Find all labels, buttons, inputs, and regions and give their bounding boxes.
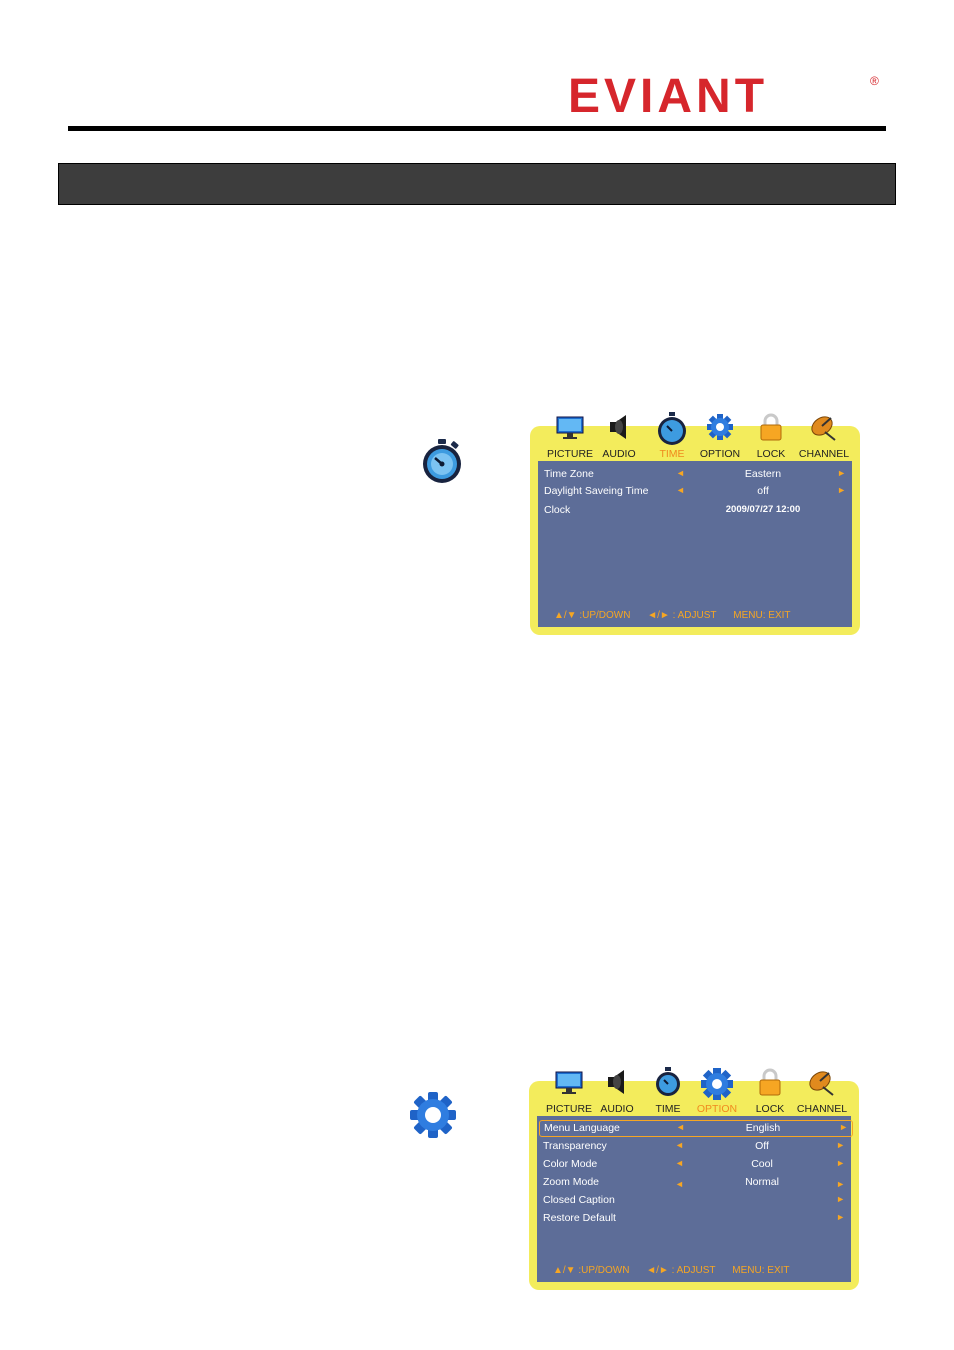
row-label: Clock [544, 504, 571, 516]
tab-label: OPTION [699, 448, 741, 460]
monitor-icon [555, 1071, 583, 1094]
tab-label: PICTURE [546, 448, 594, 460]
header-rule [68, 126, 886, 131]
tab-label: CHANNEL [796, 1103, 848, 1115]
tab-picture[interactable]: PICTURE [544, 412, 596, 472]
right-arrow-icon[interactable]: ► [836, 1140, 845, 1150]
left-arrow-icon[interactable]: ◄ [676, 1122, 685, 1132]
tab-label: TIME [655, 1103, 681, 1115]
right-arrow-icon[interactable]: ► [837, 468, 846, 478]
stopwatch-icon [423, 439, 461, 483]
gear-icon [410, 1092, 456, 1138]
exit-hint: MENU: EXIT [732, 1265, 790, 1276]
section-header-bar [58, 163, 896, 205]
stopwatch-icon [656, 1067, 680, 1096]
monitor-icon [556, 416, 584, 439]
left-arrow-icon[interactable]: ◄ [675, 1140, 684, 1150]
exit-hint: MENU: EXIT [733, 610, 791, 621]
row-value: Eastern [744, 468, 782, 480]
tab-option[interactable]: OPTION [691, 1067, 743, 1127]
stopwatch-icon [658, 412, 686, 445]
menu-row-transparency[interactable]: Transparency ◄ Off ► [537, 1138, 851, 1155]
row-label: Closed Caption [543, 1194, 615, 1206]
row-label: Zoom Mode [543, 1176, 600, 1188]
right-arrow-icon[interactable]: ► [839, 1122, 848, 1132]
row-label: Restore Default [543, 1212, 616, 1224]
tab-label: AUDIO [600, 1103, 634, 1115]
menu-row-time-zone[interactable]: Time Zone ◄ Eastern ► [538, 466, 852, 483]
left-arrow-icon[interactable]: ◄ [675, 1158, 684, 1168]
updown-hint: ▲/▼ :UP/DOWN [554, 610, 631, 621]
left-arrow-icon[interactable]: ◄ [675, 1179, 684, 1189]
menu-row-closed-caption[interactable]: Closed Caption ► [537, 1192, 851, 1209]
padlock-icon [760, 413, 782, 441]
right-arrow-icon[interactable]: ► [836, 1179, 845, 1189]
row-value: off [757, 485, 769, 497]
gear-icon [701, 1068, 733, 1100]
osd-tab-bar: PICTURE AUDIO TIME OPTION LOCK CHANNEL [529, 1067, 859, 1127]
menu-row-clock[interactable]: Clock 2009/07/27 12:00 [538, 502, 852, 519]
tab-channel[interactable]: CHANNEL [798, 412, 850, 472]
menu-row-daylight-saving[interactable]: Daylight Saveing Time ◄ off ► [538, 483, 852, 500]
tab-time[interactable]: TIME [642, 1067, 694, 1127]
left-arrow-icon[interactable]: ◄ [676, 485, 685, 495]
row-label: Menu Language [544, 1122, 620, 1134]
menu-row-color-mode[interactable]: Color Mode ◄ Cool ► [537, 1156, 851, 1173]
osd-panel: Menu Language ◄ English ► Transparency ◄… [537, 1116, 853, 1282]
tab-time[interactable]: TIME [646, 412, 698, 472]
row-value: English [745, 1122, 781, 1134]
menu-row-zoom-mode[interactable]: Zoom Mode ◄ Normal ► [537, 1174, 851, 1191]
right-arrow-icon[interactable]: ► [836, 1194, 845, 1204]
speaker-icon [608, 1070, 624, 1094]
satellite-dish-icon [811, 416, 836, 441]
time-menu-osd: PICTURE AUDIO TIME OPTION LOCK CHANNEL T… [530, 412, 860, 635]
osd-footer: ▲/▼ :UP/DOWN ◄/► : ADJUST MENU: EXIT [553, 1265, 804, 1276]
tab-label: PICTURE [545, 1103, 593, 1115]
right-arrow-icon[interactable]: ► [836, 1158, 845, 1168]
option-menu-osd: PICTURE AUDIO TIME OPTION LOCK CHANNEL M… [529, 1067, 859, 1290]
tab-label: AUDIO [602, 448, 636, 460]
row-label: Daylight Saveing Time [544, 485, 649, 497]
tab-channel[interactable]: CHANNEL [796, 1067, 848, 1127]
adjust-hint: ◄/► : ADJUST [646, 1265, 716, 1276]
row-value: Off [755, 1140, 769, 1152]
osd-panel: Time Zone ◄ Eastern ► Daylight Saveing T… [538, 461, 852, 627]
tab-lock[interactable]: LOCK [744, 1067, 796, 1127]
menu-row-menu-language[interactable]: Menu Language ◄ English ► [539, 1120, 853, 1137]
tab-label: TIME [659, 448, 685, 460]
padlock-icon [759, 1068, 781, 1096]
tab-label: CHANNEL [798, 448, 850, 460]
tab-label: OPTION [696, 1103, 738, 1115]
osd-footer: ▲/▼ :UP/DOWN ◄/► : ADJUST MENU: EXIT [554, 610, 805, 621]
tab-label: LOCK [756, 448, 786, 460]
speaker-icon [610, 415, 626, 439]
tab-audio[interactable]: AUDIO [591, 1067, 643, 1127]
row-value: Normal [745, 1176, 779, 1188]
menu-row-restore-default[interactable]: Restore Default ► [537, 1210, 851, 1227]
gear-icon [707, 414, 733, 440]
tab-option[interactable]: OPTION [694, 412, 746, 472]
tab-audio[interactable]: AUDIO [593, 412, 645, 472]
tab-label: LOCK [755, 1103, 785, 1115]
satellite-dish-icon [809, 1071, 834, 1096]
adjust-hint: ◄/► : ADJUST [647, 610, 717, 621]
right-arrow-icon[interactable]: ► [837, 485, 846, 495]
logo-text: EVIANT [568, 70, 769, 123]
row-value: 2009/07/27 12:00 [725, 504, 801, 515]
row-label: Color Mode [543, 1158, 598, 1170]
left-arrow-icon[interactable]: ◄ [676, 468, 685, 478]
tab-lock[interactable]: LOCK [745, 412, 797, 472]
eviant-logo: EVIANT ® [568, 73, 884, 121]
row-label: Transparency [543, 1140, 607, 1152]
right-arrow-icon[interactable]: ► [836, 1212, 845, 1222]
row-value: Cool [751, 1158, 773, 1170]
row-label: Time Zone [544, 468, 594, 480]
updown-hint: ▲/▼ :UP/DOWN [553, 1265, 630, 1276]
osd-tab-bar: PICTURE AUDIO TIME OPTION LOCK CHANNEL [530, 412, 860, 472]
registered-mark: ® [870, 74, 879, 88]
tab-picture[interactable]: PICTURE [543, 1067, 595, 1127]
